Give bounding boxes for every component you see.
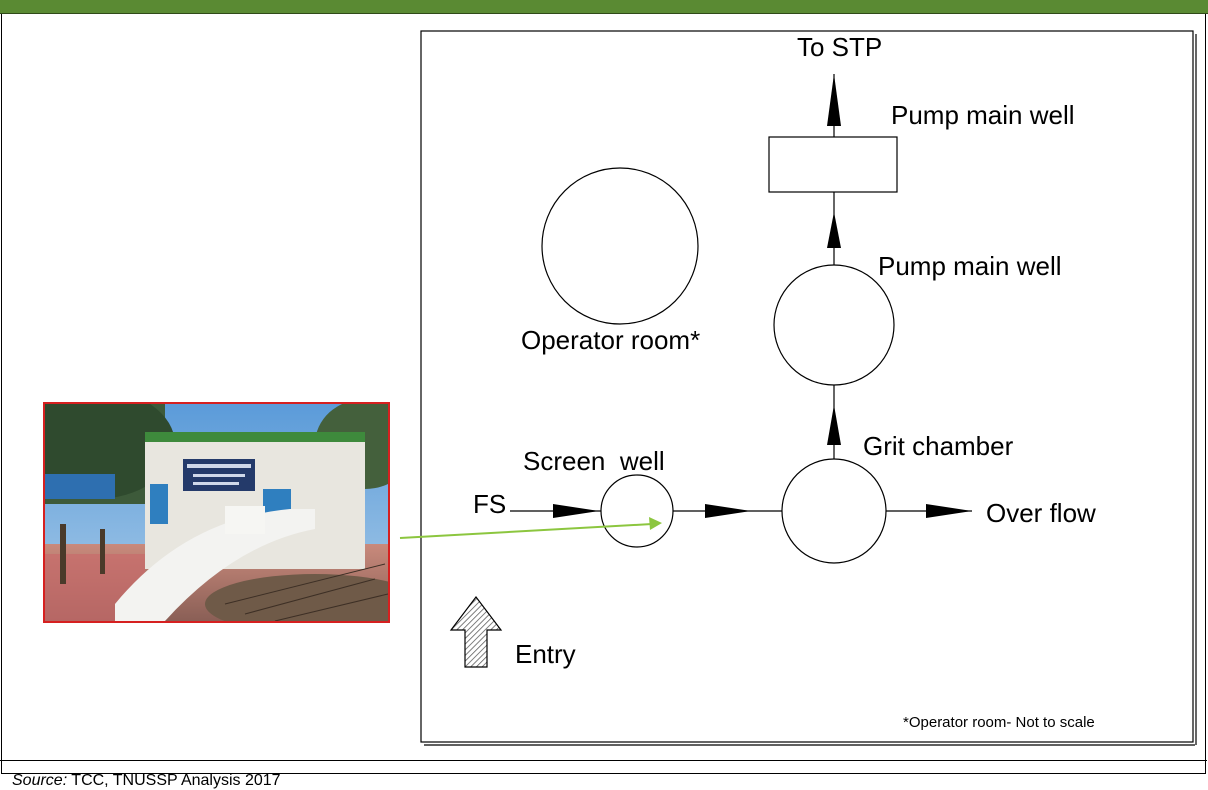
diagram-border: [420, 30, 1194, 743]
label-over-flow: Over flow: [986, 498, 1096, 528]
arrow-grit-to-well: [827, 405, 841, 445]
label-fs: FS: [473, 489, 506, 519]
operator-room-circle: [541, 167, 699, 325]
label-pump-main-well-upper: Pump main well: [891, 100, 1075, 130]
arrow-well-to-box: [827, 212, 841, 248]
label-to-stp: To STP: [797, 32, 882, 62]
label-operator-room: Operator room*: [521, 325, 700, 355]
figure-frame: [1, 14, 1206, 774]
entry-arrow-icon: [449, 596, 503, 668]
label-entry: Entry: [515, 639, 576, 669]
source-row: Source: TCC, TNUSSP Analysis 2017: [0, 760, 1207, 790]
site-photo-image: [45, 404, 388, 621]
label-not-to-scale-note: *Operator room- Not to scale: [903, 714, 1095, 731]
screen-well-circle: [600, 474, 674, 548]
site-photo: [43, 402, 390, 623]
pump-main-well-circle: [773, 264, 895, 386]
source-prefix: Source:: [12, 772, 68, 789]
pump-main-well-box: [768, 136, 898, 193]
arrow-screen-to-grit: [705, 504, 751, 518]
header-bar: [0, 0, 1208, 14]
arrow-overflow: [926, 504, 972, 518]
photo-pointer-arrowhead: [649, 517, 662, 530]
source-caption: Source: TCC, TNUSSP Analysis 2017: [12, 772, 281, 790]
label-screen-well: Screen well: [523, 446, 665, 476]
arrow-to-stp: [827, 74, 841, 126]
source-text: TCC, TNUSSP Analysis 2017: [67, 772, 281, 789]
label-grit-chamber: Grit chamber: [863, 431, 1014, 461]
grit-chamber-circle: [781, 458, 887, 564]
photo-pointer-line: [399, 523, 653, 539]
arrow-fs-to-screen: [553, 504, 599, 518]
label-pump-main-well-lower: Pump main well: [878, 251, 1062, 281]
